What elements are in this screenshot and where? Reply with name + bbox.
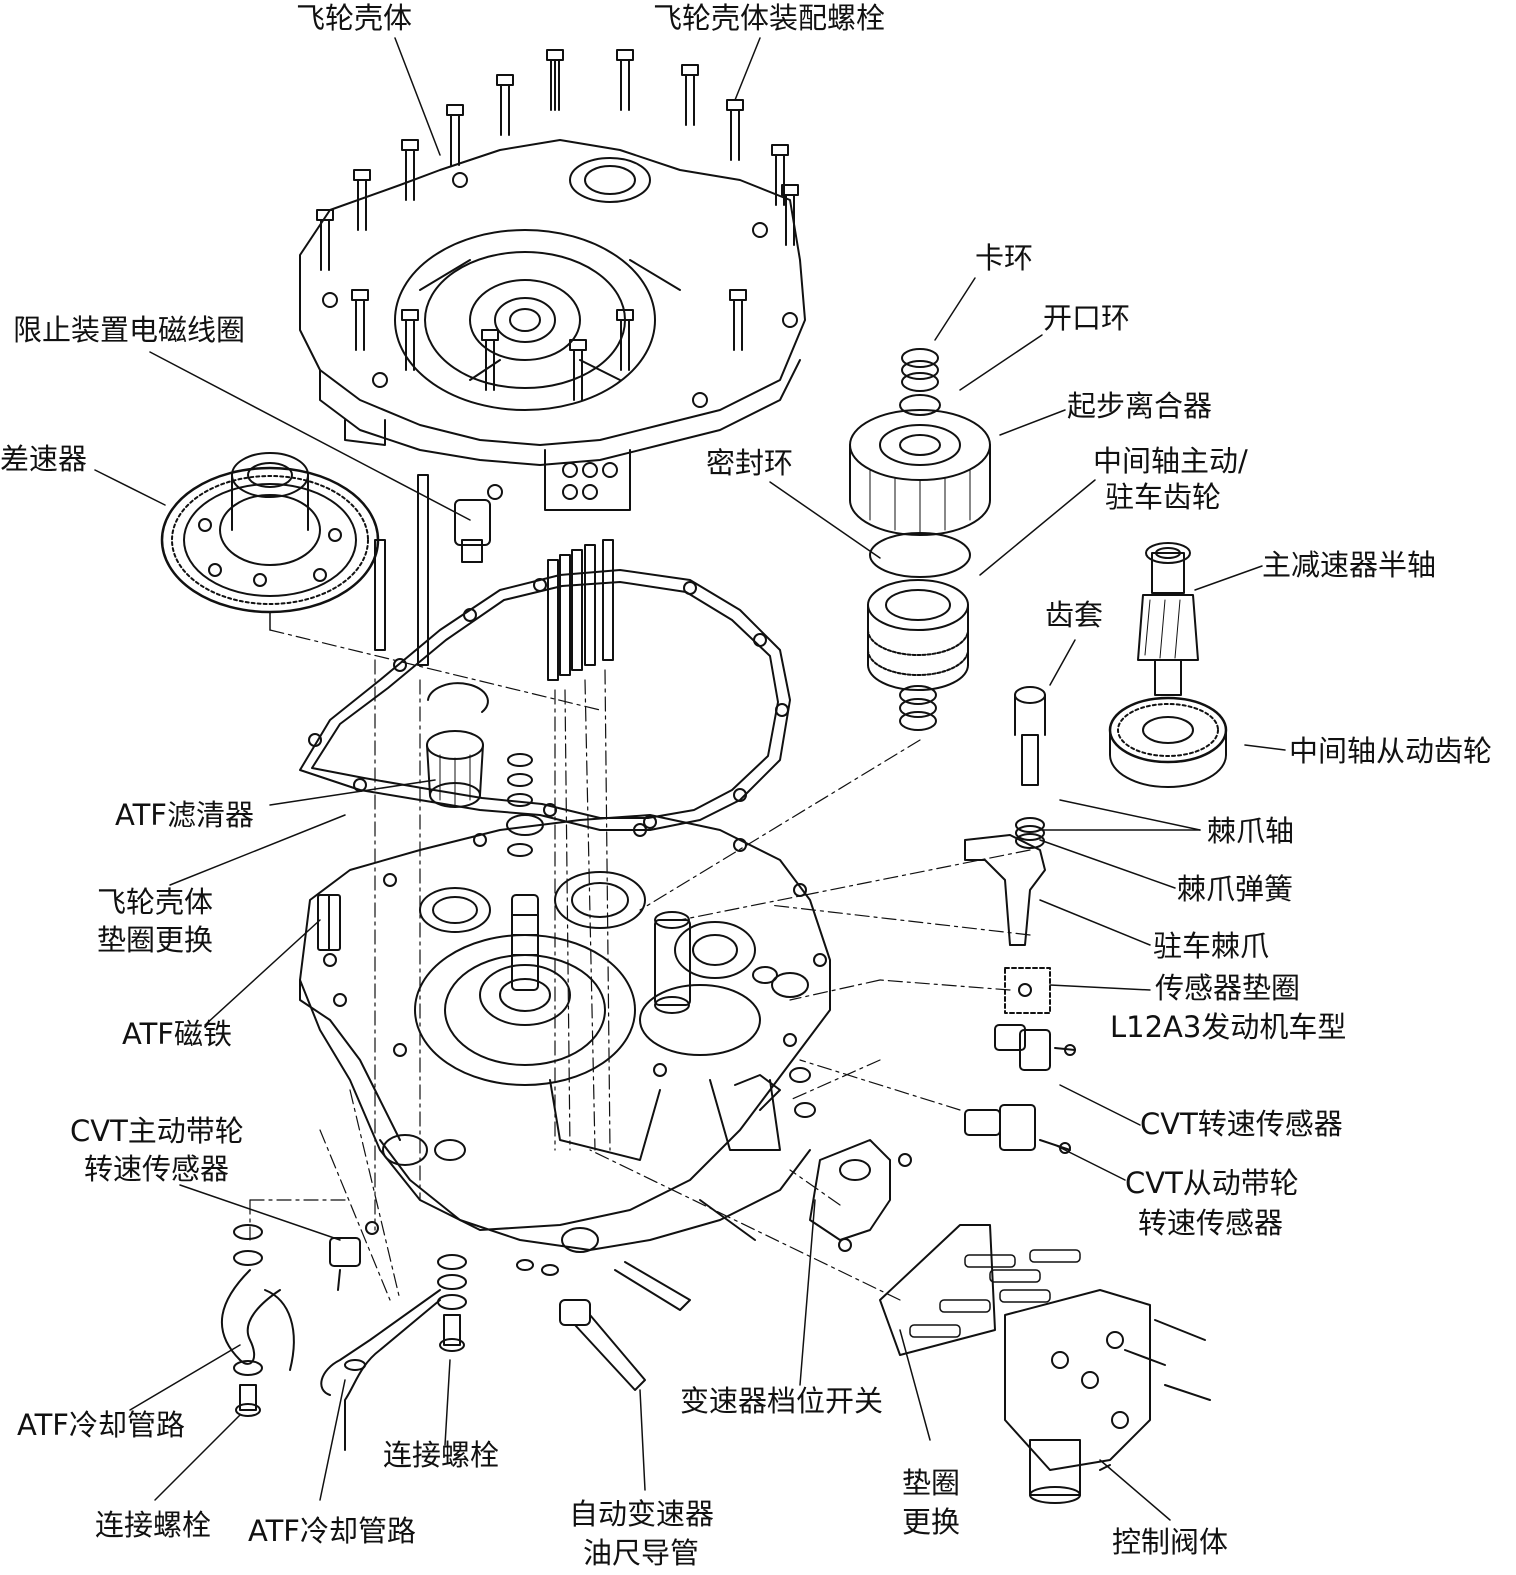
label-countershaft-drive-gear-line2: 驻车齿轮 <box>1105 480 1222 514</box>
label-cvt-drive-pulley-line2: 转速传感器 <box>84 1152 230 1186</box>
joint-bolt-center <box>437 1254 467 1352</box>
label-flywheel-gasket-line2: 垫圈更换 <box>97 923 214 957</box>
countershaft-driven-gear <box>1108 696 1228 788</box>
atf-magnet <box>317 894 341 951</box>
label-lock-solenoid: 限止装置电磁线圈 <box>13 313 246 347</box>
split-ring <box>899 394 941 416</box>
label-flywheel-housing-bolts: 飞轮壳体装配螺栓 <box>653 1 886 35</box>
final-drive-shaft <box>1137 542 1199 696</box>
label-countershaft-driven-gear: 中间轴从动齿轮 <box>1289 734 1493 768</box>
flywheel-housing-gasket <box>299 569 791 831</box>
lock-solenoid <box>454 484 503 563</box>
park-pawl <box>964 834 1046 946</box>
label-countershaft-drive-gear-line1: 中间轴主动/ <box>1093 444 1248 478</box>
label-l12a3-model: L12A3发动机车型 <box>1110 1010 1347 1044</box>
label-flywheel-gasket-line1: 飞轮壳体 <box>97 885 214 919</box>
label-cvt-driven-pulley-line2: 转速传感器 <box>1138 1206 1284 1240</box>
label-atf-magnet: ATF磁铁 <box>122 1017 232 1051</box>
cvt-speed-sensor <box>994 1024 1076 1071</box>
cvt-driven-pulley-sensor <box>964 1104 1071 1154</box>
atf-filter <box>426 682 489 808</box>
label-dipstick-tube-line1: 自动变速器 <box>569 1497 715 1531</box>
label-final-drive-shaft: 主减速器半轴 <box>1262 548 1437 582</box>
label-pawl-spring: 棘爪弹簧 <box>1177 872 1294 906</box>
label-park-pawl: 驻车棘爪 <box>1153 929 1270 963</box>
transmission-case <box>299 814 831 1231</box>
label-split-ring: 开口环 <box>1043 301 1131 335</box>
snap-ring <box>901 348 939 392</box>
label-atf-cooler-line-left: ATF冷却管路 <box>17 1408 185 1442</box>
label-joint-bolt-left: 连接螺栓 <box>95 1508 212 1542</box>
label-control-valve-body: 控制阀体 <box>1112 1525 1229 1559</box>
label-seal-ring: 密封环 <box>706 446 794 480</box>
start-clutch <box>849 409 991 536</box>
dowel-pins <box>374 474 614 681</box>
flywheel-housing-bolts <box>316 49 799 401</box>
differential <box>160 452 380 614</box>
label-pawl-shaft: 棘爪轴 <box>1207 814 1295 848</box>
transmission-range-switch <box>809 1139 912 1252</box>
label-atf-cooler-line-bottom: ATF冷却管路 <box>248 1514 416 1548</box>
label-gasket-replace-line2: 更换 <box>902 1505 961 1539</box>
gear-sleeve <box>1014 686 1046 786</box>
label-cvt-driven-pulley-line1: CVT从动带轮 <box>1125 1166 1299 1200</box>
flywheel-housing <box>299 139 806 511</box>
atf-dipstick-tube <box>559 1261 691 1391</box>
label-start-clutch: 起步离合器 <box>1067 389 1213 423</box>
seal-rings-center <box>506 753 544 857</box>
label-joint-bolt-center: 连接螺栓 <box>383 1438 500 1472</box>
lower-case-details <box>379 1067 816 1276</box>
label-cvt-speed-sensor: CVT转速传感器 <box>1140 1107 1343 1141</box>
atf-cooler-line-left <box>221 1224 295 1417</box>
label-sensor-washer: 传感器垫圈 <box>1155 971 1301 1005</box>
label-differential: 差速器 <box>0 442 88 476</box>
atf-cooler-line-bottom <box>320 1289 441 1451</box>
label-snap-ring: 卡环 <box>975 241 1034 275</box>
seal-ring <box>869 532 971 578</box>
label-gasket-replace-line1: 垫圈 <box>902 1466 961 1500</box>
label-gear-sleeve: 齿套 <box>1045 598 1104 632</box>
cvt-drive-pulley-sensor <box>329 1221 379 1291</box>
label-flywheel-housing: 飞轮壳体 <box>296 1 413 35</box>
label-atf-filter: ATF滤清器 <box>115 798 254 832</box>
countershaft-drive-gear <box>867 579 969 731</box>
label-dipstick-tube-line2: 油尺导管 <box>583 1536 700 1570</box>
pawl-spring <box>1015 817 1045 849</box>
control-valve-body <box>879 1224 1211 1504</box>
label-range-switch: 变速器档位开关 <box>680 1384 884 1418</box>
label-cvt-drive-pulley-line1: CVT主动带轮 <box>70 1114 244 1148</box>
sensor-washer <box>1004 967 1051 1014</box>
leader-lines <box>94 37 1286 1521</box>
